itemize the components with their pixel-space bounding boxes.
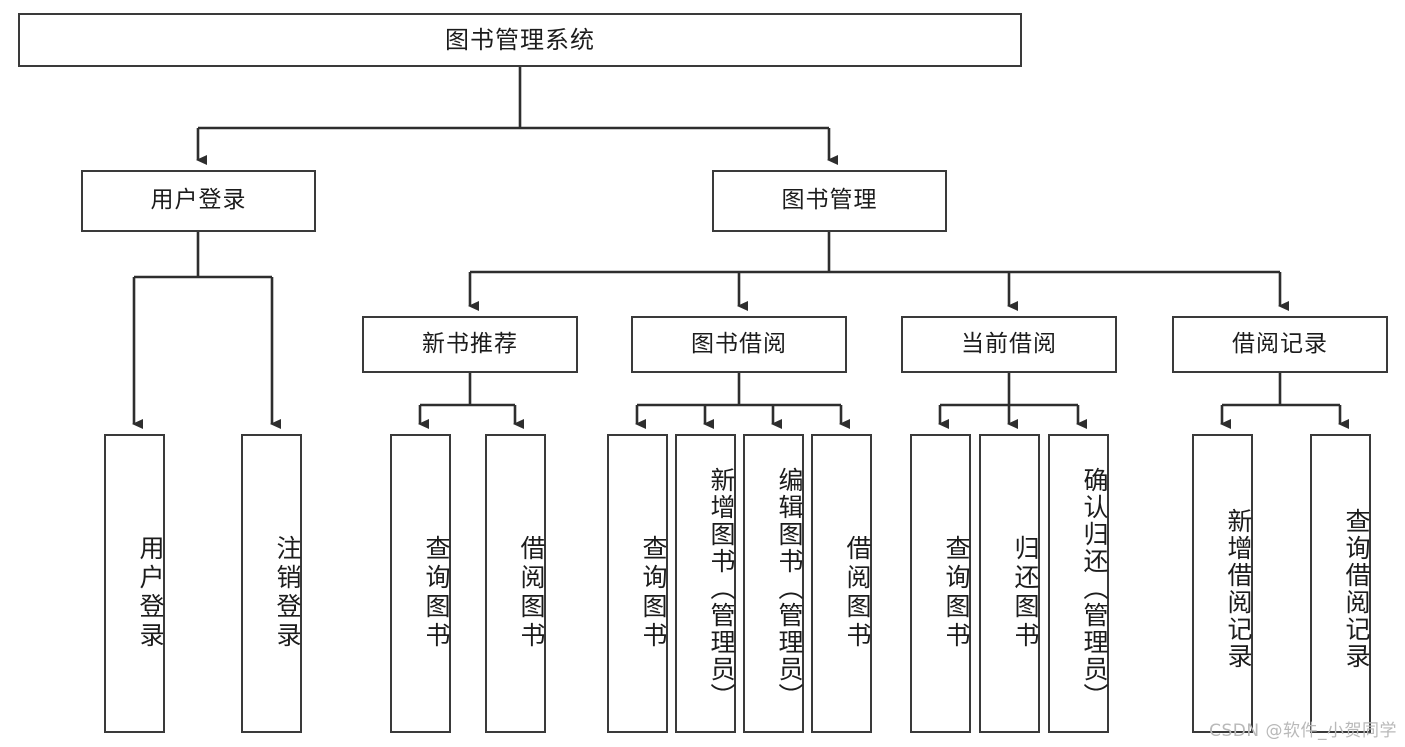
leaf-borrow-record-add-record[interactable]: 新增借阅记录 [1192,434,1253,733]
node-label: 查询图书 [639,534,668,651]
node-book-borrow[interactable]: 图书借阅 [631,316,847,373]
leaf-book-borrow-edit-book-admin[interactable]: 编辑图书（管理员） [743,434,804,733]
node-user-login[interactable]: 用户登录 [81,170,316,232]
leaf-borrow-record-query-record[interactable]: 查询借阅记录 [1310,434,1371,733]
node-current-borrow[interactable]: 当前借阅 [901,316,1117,373]
node-root-book-management-system[interactable]: 图书管理系统 [18,13,1022,67]
node-label: 归还图书 [1011,534,1040,651]
node-label: 查询借阅记录 [1342,507,1371,670]
leaf-book-borrow-query-book[interactable]: 查询图书 [607,434,668,733]
node-label: 借阅图书 [843,534,872,651]
leaf-current-borrow-confirm-return-admin[interactable]: 确认归还（管理员） [1048,434,1109,733]
node-label: 当前借阅 [961,330,1057,357]
leaf-user-login-login[interactable]: 用户登录 [104,434,165,733]
leaf-book-borrow-borrow-book[interactable]: 借阅图书 [811,434,872,733]
node-borrow-record[interactable]: 借阅记录 [1172,316,1388,373]
node-label: 查询图书 [942,534,971,651]
leaf-book-borrow-add-book-admin[interactable]: 新增图书（管理员） [675,434,736,733]
node-label: 新增借阅记录 [1224,507,1253,670]
leaf-user-login-logout[interactable]: 注销登录 [241,434,302,733]
node-label: 新书推荐 [422,330,518,357]
node-label: 用户登录 [150,187,247,214]
node-label: 图书借阅 [691,330,787,357]
leaf-new-book-borrow-book[interactable]: 借阅图书 [485,434,546,733]
node-label: 图书管理 [781,187,878,214]
leaf-current-borrow-query-book[interactable]: 查询图书 [910,434,971,733]
node-book-management[interactable]: 图书管理 [712,170,947,232]
node-label: 用户登录 [136,534,165,651]
node-label: 确认归还（管理员） [1080,467,1109,710]
node-label: 注销登录 [273,534,302,651]
node-label: 借阅图书 [517,534,546,651]
node-label: 图书管理系统 [445,25,595,54]
node-label: 借阅记录 [1232,330,1328,357]
node-label: 编辑图书（管理员） [775,467,804,710]
node-new-book-recommend[interactable]: 新书推荐 [362,316,578,373]
node-label: 查询图书 [422,534,451,651]
leaf-current-borrow-return-book[interactable]: 归还图书 [979,434,1040,733]
csdn-watermark: CSDN @软件_小贺同学 [1209,721,1397,741]
leaf-new-book-query-book[interactable]: 查询图书 [390,434,451,733]
node-label: 新增图书（管理员） [707,467,736,710]
